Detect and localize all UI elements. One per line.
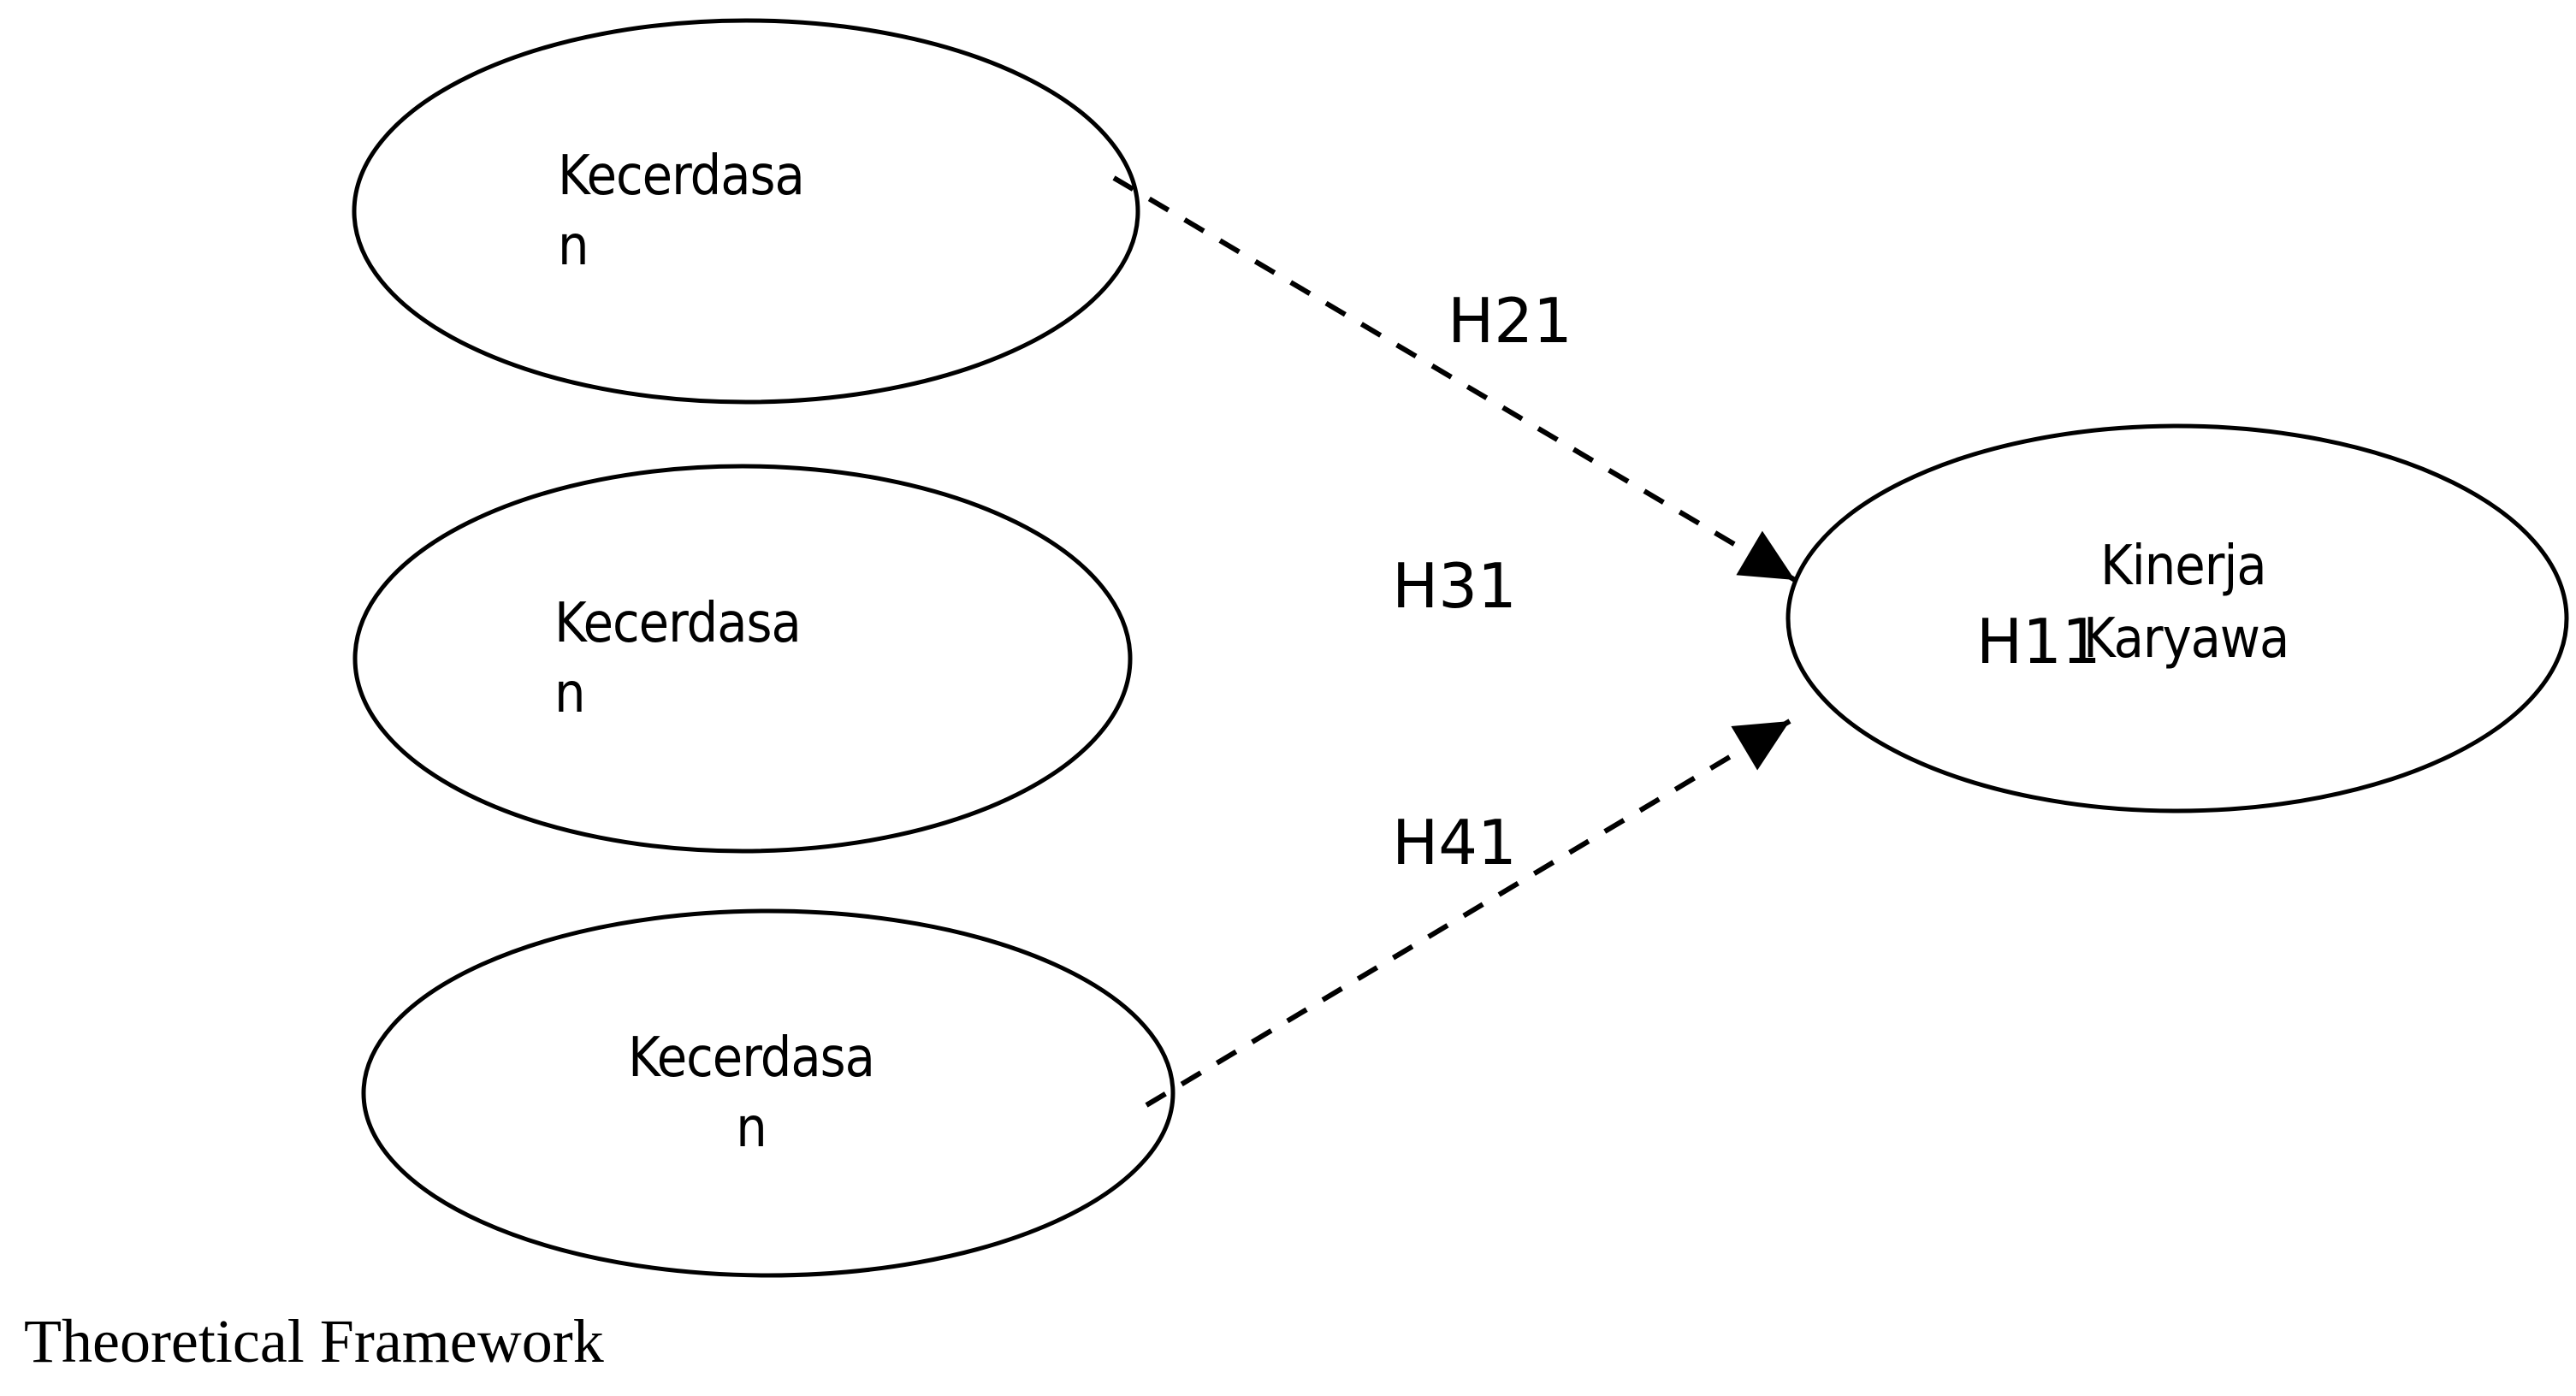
node-ellipse[interactable] [352,18,1140,405]
edge-label-h41: H41 [1392,807,1517,878]
node-label-line-2: Karyawa [2083,607,2289,671]
node-label-line-1: Kecerdasa [554,592,801,655]
node-kinerja-karyawan[interactable]: Kinerja Karyawa [1785,423,2569,813]
arrowhead-icon [1731,721,1790,771]
node-label-line-1: Kecerdasa [628,1026,874,1090]
node-ellipse[interactable] [1785,423,2569,813]
arrowhead-icon [1736,530,1795,580]
edge-h41[interactable]: H41 [1145,719,1791,1108]
edge-h21[interactable]: H21 [1112,175,1797,583]
edge-dashed-line [1112,175,1797,583]
edge-label-h31: H31 [1392,550,1517,622]
edge-h31[interactable]: H31 [1392,550,1517,622]
node-kecerdasan-1[interactable]: Kecerdasa n [352,18,1140,405]
node-label-line-2: n [554,662,585,725]
node-ellipse[interactable] [352,464,1133,854]
edge-label-h21: H21 [1448,285,1572,357]
node-label-line-2: n [558,215,589,278]
node-label-line-1: Kecerdasa [558,145,804,208]
overlay-label-h11: H11 [1976,606,2101,677]
edge-dashed-line [1145,719,1791,1108]
figure-caption: Theoretical Framework [24,1307,604,1375]
node-label-line-1: Kinerja [2100,535,2266,598]
node-kecerdasan-3[interactable]: Kecerdasa n [361,908,1175,1278]
node-ellipse[interactable] [361,908,1175,1278]
node-kecerdasan-2[interactable]: Kecerdasa n [352,464,1133,854]
node-label-line-2: n [736,1097,767,1160]
